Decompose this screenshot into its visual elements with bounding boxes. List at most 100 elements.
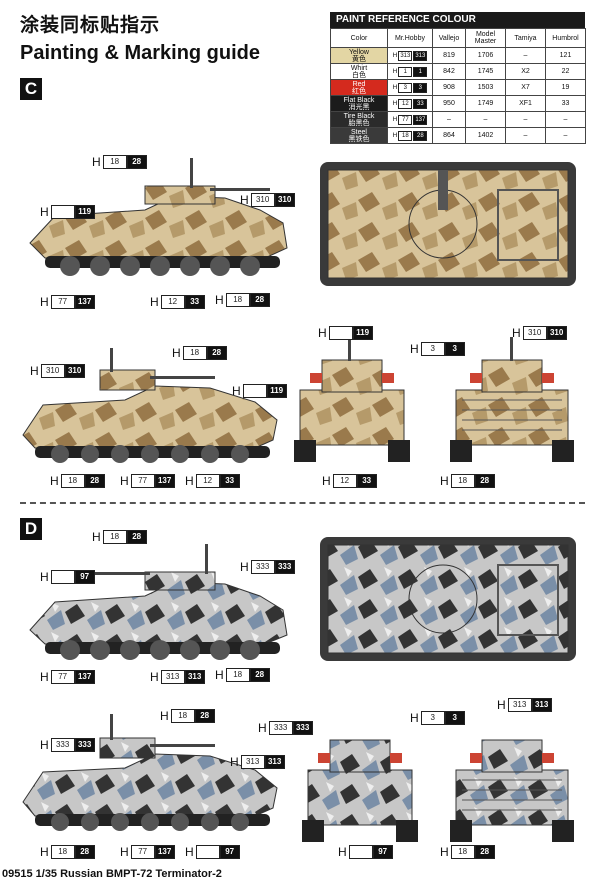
vallejo-code: – — [432, 111, 466, 128]
vallejo-code: 819 — [432, 47, 466, 64]
footer-caption: 09515 1/35 Russian BMPT-72 Terminator-2 — [2, 868, 222, 880]
col-header: Mr.Hobby — [387, 28, 433, 48]
section-d-label: D — [20, 518, 42, 540]
humbrol-code: 22 — [545, 63, 586, 80]
vallejo-code: 864 — [432, 127, 466, 144]
tamiya-code: – — [505, 111, 546, 128]
humbrol-code: 121 — [545, 47, 586, 64]
title-english: Painting & Marking guide — [20, 42, 261, 64]
model-master-code: 1745 — [465, 63, 506, 80]
reference-grid: Color Mr.Hobby Vallejo Model Master Tami… — [330, 28, 586, 144]
vehicle-c-rear-view — [450, 337, 574, 462]
col-header: Vallejo — [432, 28, 466, 48]
model-master-code: 1749 — [465, 95, 506, 112]
paint-reference-table: PAINT REFERENCE COLOUR Color Mr.Hobby Va… — [330, 12, 586, 144]
tamiya-code: X2 — [505, 63, 546, 80]
reference-title: PAINT REFERENCE COLOUR — [330, 12, 585, 28]
tamiya-code: X7 — [505, 79, 546, 96]
vehicle-c-side-view-2 — [22, 348, 278, 463]
vallejo-code: 908 — [432, 79, 466, 96]
humbrol-code: – — [545, 127, 586, 144]
model-master-code: – — [465, 111, 506, 128]
humbrol-code: – — [545, 111, 586, 128]
tamiya-code: – — [505, 47, 546, 64]
vehicle-c-front-view — [294, 337, 410, 462]
col-header: Color — [330, 28, 388, 48]
vehicle-d-top-view — [320, 537, 576, 661]
col-header: Humbrol — [545, 28, 586, 48]
title-chinese: 涂装同标贴指示 — [20, 14, 161, 36]
vehicle-d-side-view-1 — [29, 544, 288, 660]
tamiya-code: – — [505, 127, 546, 144]
vehicle-c-top-view — [320, 162, 576, 286]
vehicle-d-side-view-2 — [22, 714, 278, 831]
col-header: Tamiya — [505, 28, 546, 48]
humbrol-code: 19 — [545, 79, 586, 96]
vehicle-d-rear-view — [450, 739, 574, 842]
section-divider — [20, 502, 585, 504]
tamiya-code: XF1 — [505, 95, 546, 112]
section-c-label: C — [20, 78, 42, 100]
col-header: Model Master — [465, 28, 506, 48]
vehicle-c-side-view-1 — [29, 158, 288, 276]
vallejo-code: 842 — [432, 63, 466, 80]
vehicle-d-front-view — [302, 739, 418, 842]
vallejo-code: 950 — [432, 95, 466, 112]
model-master-code: 1706 — [465, 47, 506, 64]
model-master-code: 1402 — [465, 127, 506, 144]
humbrol-code: 33 — [545, 95, 586, 112]
model-master-code: 1503 — [465, 79, 506, 96]
